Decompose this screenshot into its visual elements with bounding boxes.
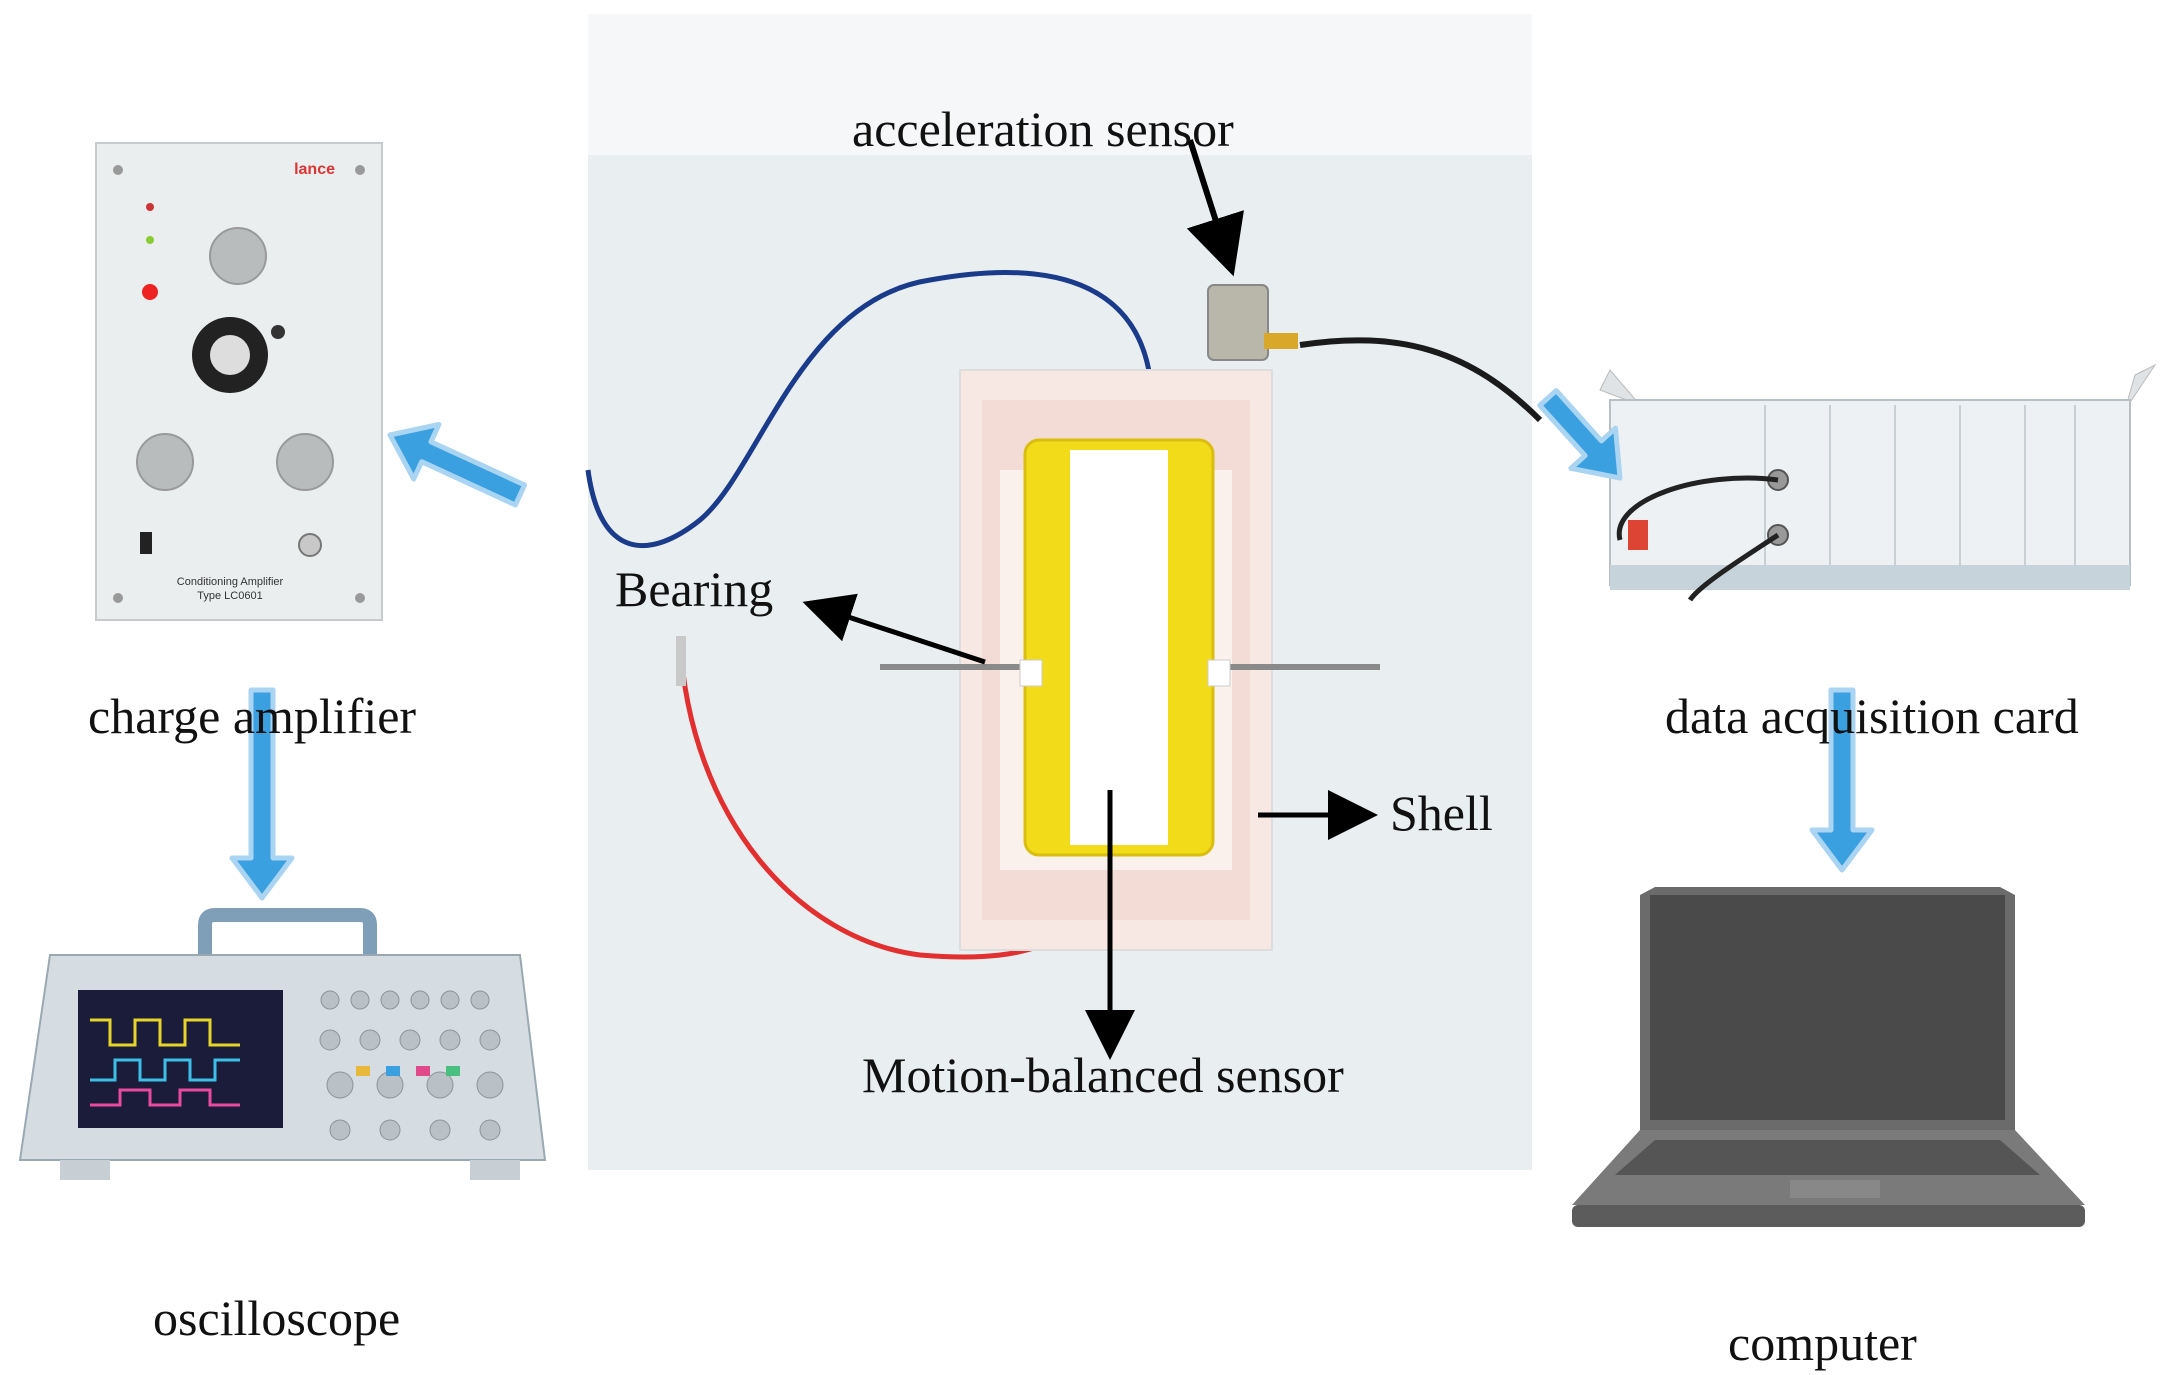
gain-knob <box>209 227 267 285</box>
flow-arrow-daq-to-computer <box>1809 687 1875 873</box>
charge-amplifier-label: charge amplifier <box>88 688 416 744</box>
shell-label: Shell <box>1390 785 1493 841</box>
data-acquisition-card-label: data acquisition card <box>1665 688 2079 744</box>
arrow-to-bearing <box>802 593 986 665</box>
flow-arrows <box>229 388 1875 901</box>
amplifier-title: Conditioning Amplifier <box>177 576 284 588</box>
flow-arrow-sensor-to-amplifier <box>387 422 528 508</box>
motion-balanced-sensor <box>1019 438 1231 857</box>
motion-balanced-sensor-label: Motion-balanced sensor <box>862 1047 1344 1103</box>
gain-switch <box>140 532 152 554</box>
black-cable <box>1299 337 1543 423</box>
input-connector <box>298 533 322 557</box>
computer-device <box>1572 887 2085 1227</box>
oscilloscope-label: oscilloscope <box>153 1290 400 1346</box>
data-acquisition-card-device <box>1599 363 2157 602</box>
reset-button <box>142 284 158 300</box>
daq-power-switch <box>1628 520 1648 550</box>
blue-wire <box>585 270 1155 549</box>
center-photo <box>585 14 1543 1170</box>
upper-freq-knob <box>276 433 334 491</box>
lower-freq-knob <box>136 433 194 491</box>
computer-label: computer <box>1728 1315 1917 1371</box>
laptop-screen <box>1650 895 2005 1120</box>
work-led <box>146 236 154 244</box>
oscilloscope-device <box>18 908 547 1180</box>
flow-arrow-sensor-to-daq <box>1537 388 1623 481</box>
overload-led <box>146 203 154 211</box>
arrow-to-acceleration-sensor <box>1186 139 1244 277</box>
amplifier-type: Type LC0601 <box>197 590 262 602</box>
acceleration-sensor <box>1207 284 1298 361</box>
bearing-label: Bearing <box>615 561 773 617</box>
acceleration-sensor-label: acceleration sensor <box>852 101 1234 157</box>
amplifier-brand: lance <box>294 161 335 178</box>
charge-amplifier-device: lance Conditioning Amplifier Type LC0601 <box>95 142 383 621</box>
flow-arrow-amplifier-to-oscilloscope <box>229 687 295 901</box>
